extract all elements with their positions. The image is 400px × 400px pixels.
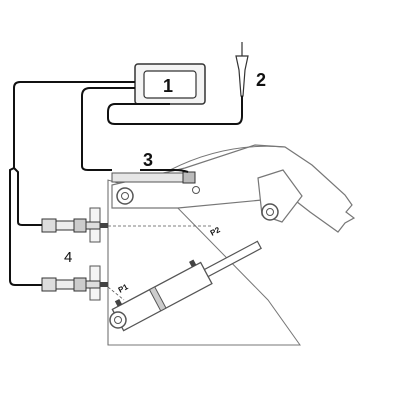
label-probe: 2 [256,70,266,90]
cylinder-base-pin-inner [114,316,122,324]
port-p2 [189,259,197,268]
cylinder-rod [203,240,262,278]
label-monitor: 1 [163,76,173,96]
pressure-transducer-lower [41,277,108,292]
label-p2: P2 [209,225,222,238]
boom-top-outline [169,145,286,171]
probe-icon [235,55,249,97]
cable-sensor-top [140,169,189,173]
boom-pivot-pin-inner [121,192,129,200]
cable-outer [9,81,135,286]
label-sensor: 3 [143,150,153,170]
hydraulic-cylinder [111,240,262,332]
pressure-transducer-upper [41,218,108,233]
port-p1 [114,298,123,307]
sensor-head [182,171,196,184]
cable-probe [107,96,243,125]
cylinder-piston [148,286,167,312]
cables [9,81,243,286]
cable-upper-transducer [13,167,42,226]
label-p1: P1 [117,282,130,295]
sensor-housing [111,172,195,183]
monitor-screen [143,70,197,99]
label-pressure-transducers: 4 [64,249,72,266]
dashed-line-p1 [107,286,125,301]
sensor-small-pin [192,186,200,194]
cable-sensor [81,87,135,171]
bucket-link-pin-inner [266,208,274,216]
